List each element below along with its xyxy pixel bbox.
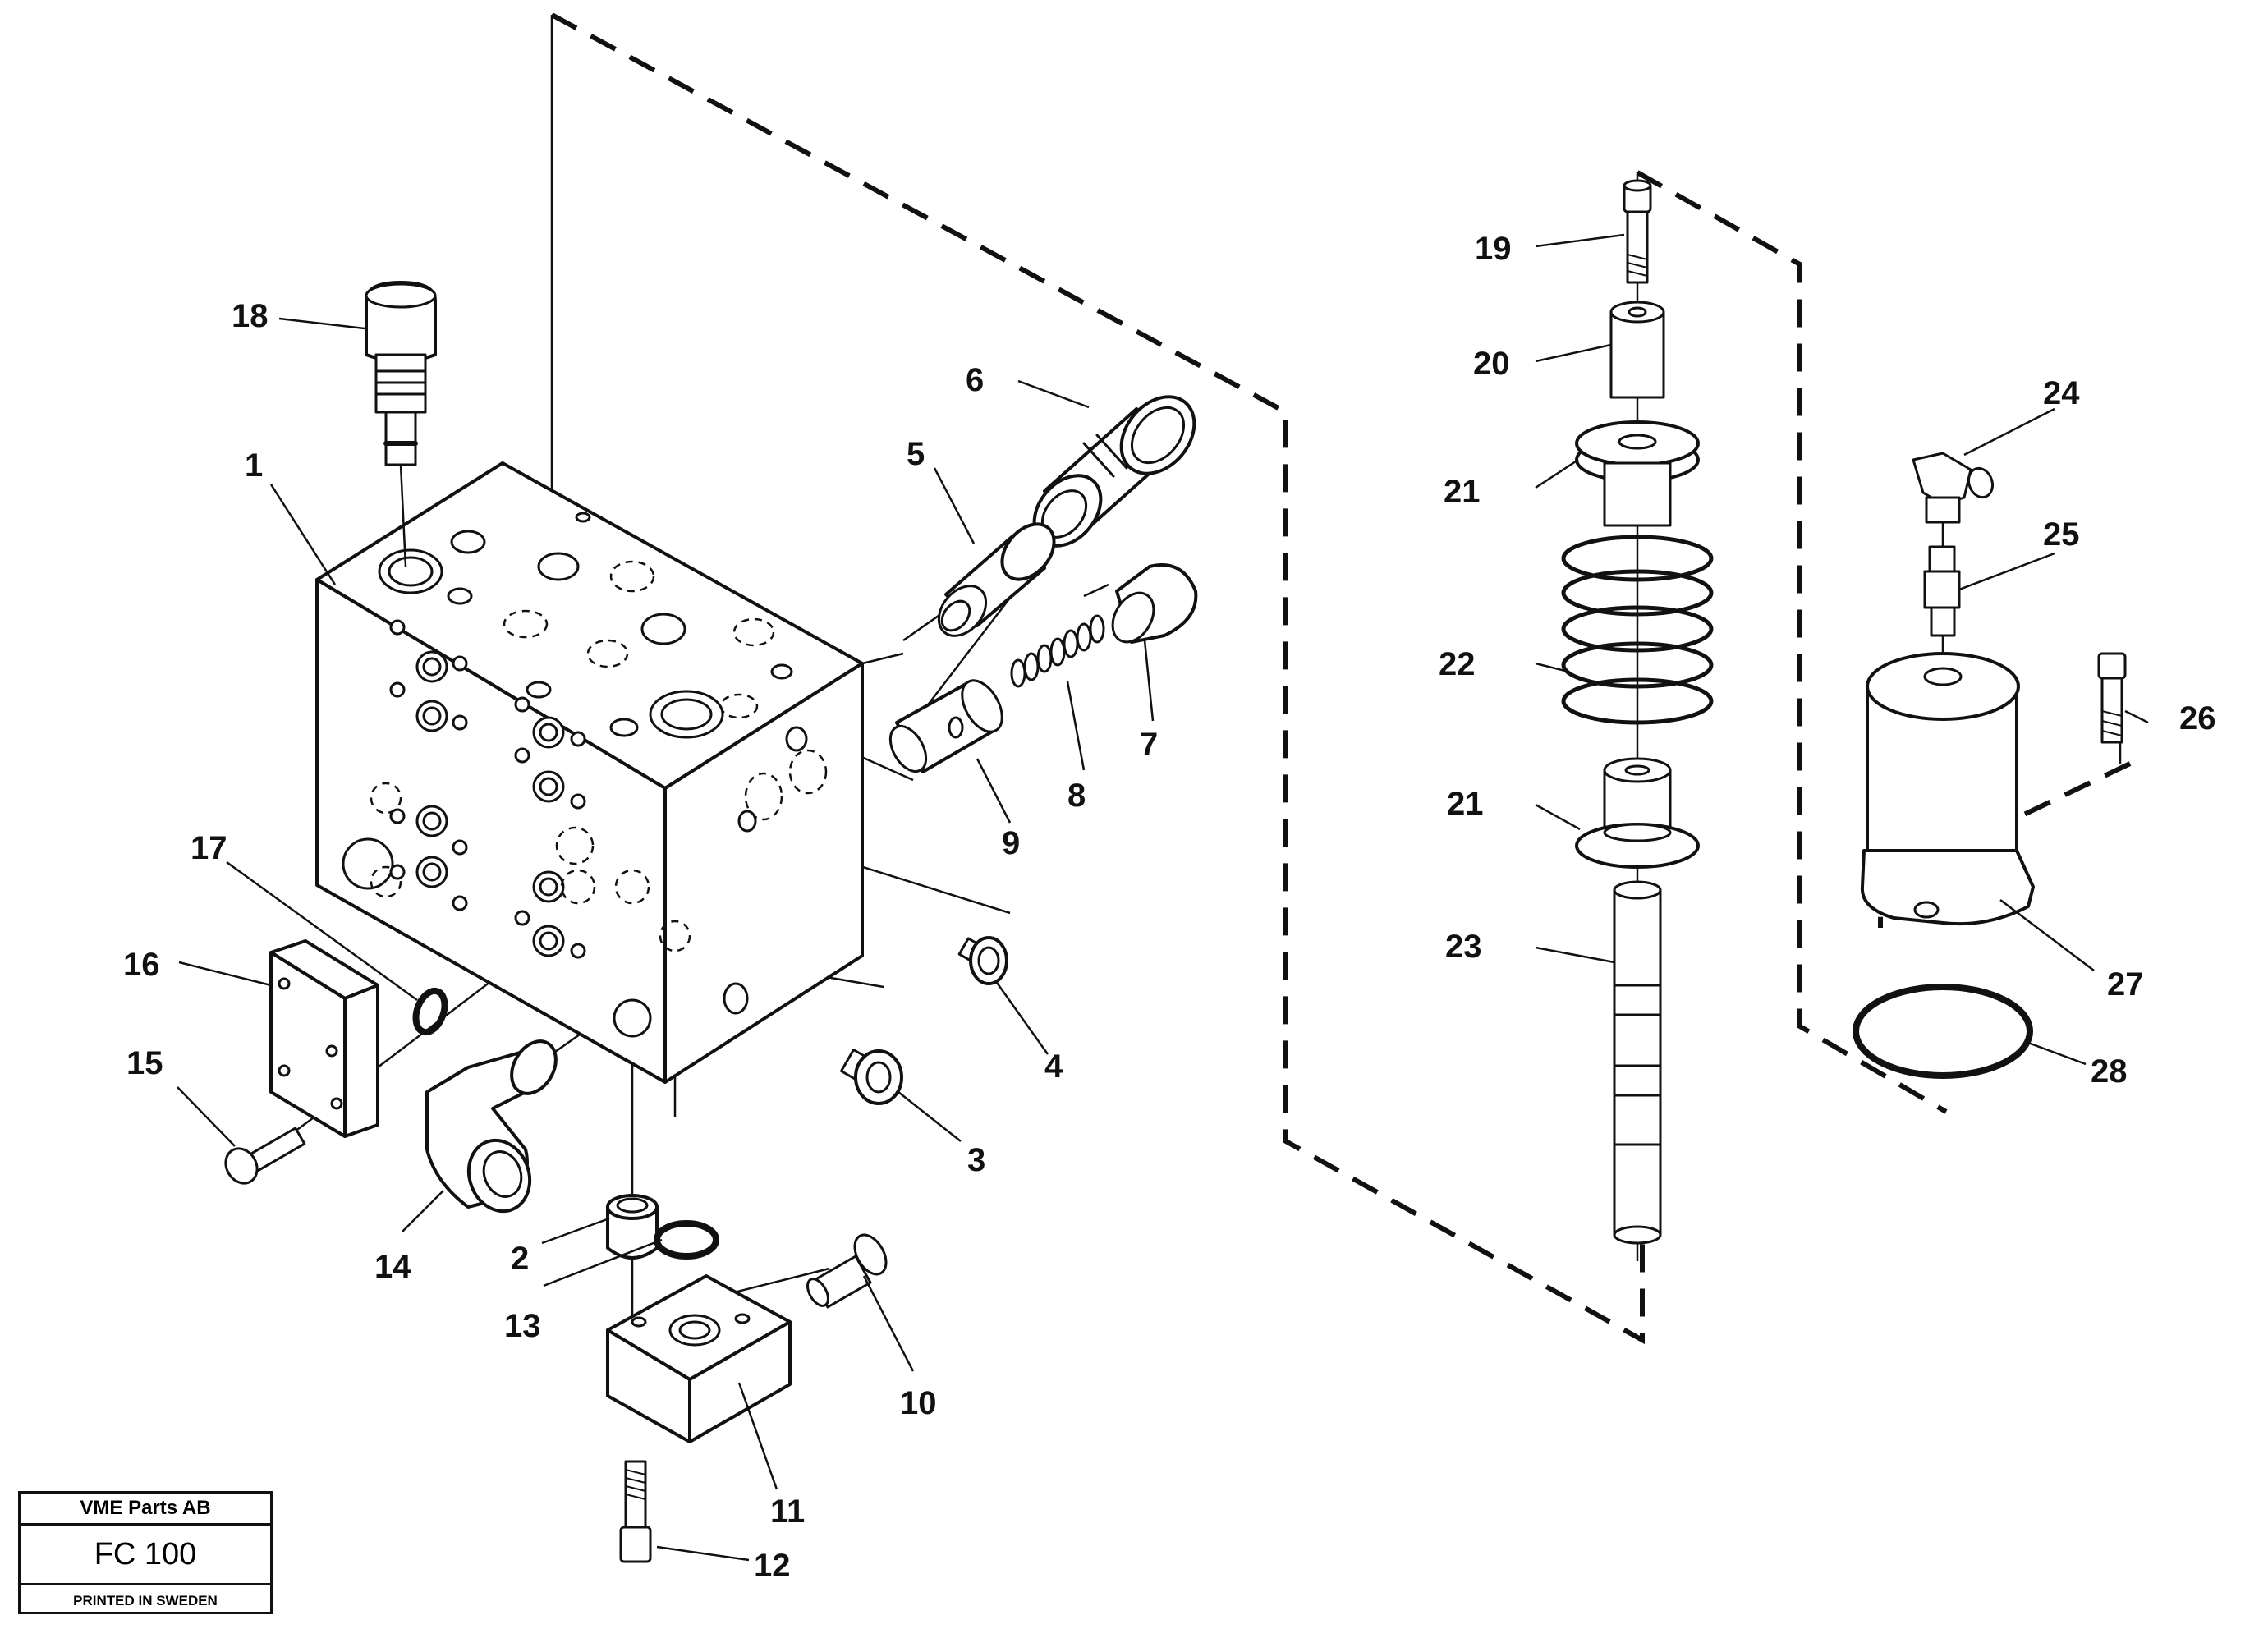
title-block-code: FC 100	[21, 1526, 270, 1585]
part-8-spring	[1010, 614, 1105, 688]
part-28-o-ring	[1853, 984, 2033, 1079]
callout-18: 18	[232, 298, 269, 334]
callout-labels: 18 1 6 5 7 8 9 4 3 2 13 14 10 11 12 16 1…	[123, 231, 2216, 1584]
callout-12: 12	[754, 1548, 791, 1584]
callout-3: 3	[967, 1142, 985, 1178]
callout-16: 16	[123, 947, 160, 983]
part-17-o-ring	[412, 987, 448, 1036]
callout-9: 9	[1002, 825, 1020, 861]
part-16-cover-plate	[269, 939, 379, 1138]
part-4-plug	[957, 936, 1008, 985]
callout-28: 28	[2091, 1053, 2128, 1090]
part-5-fitting	[937, 522, 1056, 637]
title-block-company: VME Parts AB	[21, 1494, 270, 1526]
callout-26: 26	[2179, 700, 2216, 736]
part-14-elbow	[425, 1039, 558, 1214]
callout-21-bottom: 21	[1447, 786, 1484, 822]
callout-25: 25	[2043, 516, 2080, 553]
part-20-sleeve	[1609, 301, 1665, 399]
title-block: VME Parts AB FC 100 PRINTED IN SWEDEN	[18, 1491, 273, 1614]
callout-17: 17	[191, 830, 227, 866]
part-26-screw	[2097, 652, 2127, 744]
title-block-printed: PRINTED IN SWEDEN	[73, 1593, 218, 1608]
part-2-plug	[606, 1194, 659, 1260]
callout-2: 2	[511, 1241, 529, 1277]
valve-block	[315, 461, 864, 1084]
part-12-screw	[619, 1460, 652, 1563]
callout-11: 11	[770, 1494, 805, 1530]
callout-8: 8	[1067, 778, 1086, 814]
part-3-plug	[840, 1049, 903, 1105]
assembly-boundary-right	[1636, 170, 2132, 1114]
part-13-o-ring	[654, 1220, 719, 1260]
callout-5: 5	[907, 436, 925, 472]
callout-10: 10	[900, 1385, 937, 1421]
part-27-filter-housing	[1860, 652, 2035, 926]
callout-27: 27	[2107, 966, 2144, 1003]
callout-20: 20	[1473, 346, 1510, 382]
assembly-boundary-left	[550, 12, 1645, 1345]
callout-4: 4	[1044, 1049, 1063, 1085]
part-21-washer-top	[1575, 420, 1700, 527]
part-9-spool	[888, 679, 1003, 773]
callout-15: 15	[126, 1045, 163, 1081]
part-15-screw	[224, 1127, 306, 1185]
callout-6: 6	[966, 362, 984, 398]
callout-23: 23	[1445, 929, 1482, 965]
callout-13: 13	[504, 1308, 541, 1344]
part-11-block	[606, 1274, 792, 1443]
callout-19: 19	[1475, 231, 1512, 267]
part-10-nipple	[806, 1233, 888, 1309]
callout-1: 1	[245, 447, 263, 484]
callout-22: 22	[1439, 646, 1476, 682]
part-19-screw	[1623, 179, 1652, 284]
callout-7: 7	[1140, 727, 1158, 763]
part-22-spring	[1561, 535, 1714, 725]
callout-21-top: 21	[1444, 474, 1481, 510]
callout-14: 14	[374, 1249, 411, 1285]
callout-leaders	[177, 233, 2149, 1562]
part-25-nipple	[1923, 545, 1961, 637]
part-24-elbow	[1912, 452, 1995, 524]
part-18-relief-plug	[365, 281, 437, 567]
callout-24: 24	[2043, 375, 2080, 411]
part-23-plunger	[1613, 880, 1662, 1245]
part-7-plug	[1111, 563, 1198, 644]
part-21-washer-bottom	[1575, 757, 1700, 869]
